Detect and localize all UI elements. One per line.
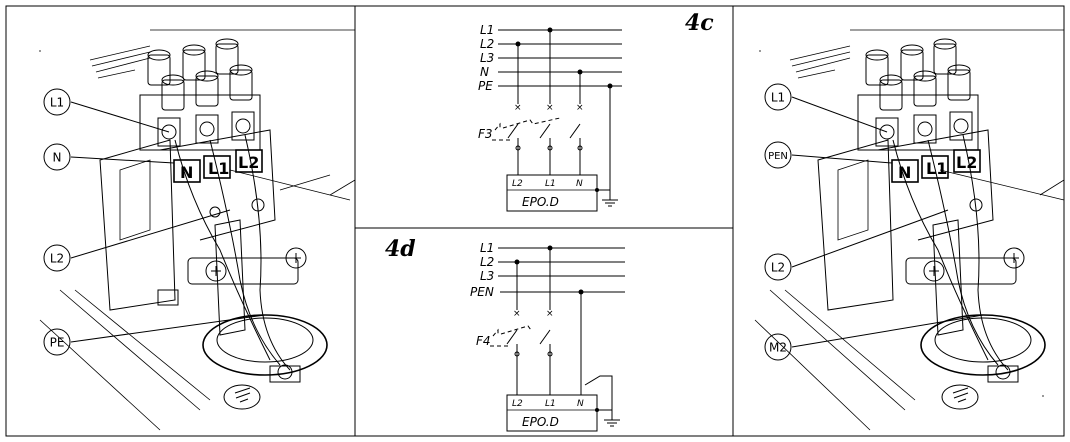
left-illustration: N L1 L2 bbox=[39, 29, 356, 431]
svg-text:×: × bbox=[546, 103, 554, 113]
left-callout-pe: PE bbox=[43, 328, 71, 356]
svg-text:N: N bbox=[53, 151, 62, 165]
svg-text:L1: L1 bbox=[771, 91, 785, 105]
diagram-4d: 4d L1 L2 L3 PEN × × F4 L2 L1 N EPO.D bbox=[385, 236, 625, 432]
panel-4c-frame bbox=[354, 6, 734, 229]
box-label-4d: EPO.D bbox=[522, 415, 559, 429]
line-label-pe: PE bbox=[478, 79, 493, 93]
box-terminal-l1: L1 bbox=[545, 179, 556, 189]
svg-text:PE: PE bbox=[50, 336, 65, 350]
right-illustration: N L1 L2 bbox=[754, 29, 1065, 431]
svg-text:×: × bbox=[546, 309, 554, 319]
line-label-l3: L3 bbox=[480, 51, 494, 65]
left-callout-l1: L1 bbox=[43, 88, 71, 116]
svg-text:L2: L2 bbox=[771, 261, 785, 275]
svg-text:M2: M2 bbox=[769, 341, 787, 355]
box-terminal-n: N bbox=[577, 399, 584, 409]
right-terminal-mark-l1: L1 bbox=[926, 159, 947, 178]
box-terminal-l2: L2 bbox=[512, 399, 523, 409]
right-callout-l1: L1 bbox=[764, 83, 792, 111]
line-label-l3: L3 bbox=[480, 269, 494, 283]
panel-label-4d: 4d bbox=[385, 236, 416, 262]
box-terminal-l2: L2 bbox=[512, 179, 523, 189]
svg-text:PEN: PEN bbox=[768, 151, 788, 162]
right-callout-pen: PEN bbox=[764, 141, 792, 169]
line-label-pen: PEN bbox=[470, 285, 494, 299]
svg-text:×: × bbox=[576, 103, 584, 113]
svg-text:×: × bbox=[514, 103, 522, 113]
fuse-label-f4: F4 bbox=[476, 334, 491, 348]
line-label-l2: L2 bbox=[480, 255, 494, 269]
right-callout-m2: M2 bbox=[764, 333, 792, 361]
line-label-l2: L2 bbox=[480, 37, 494, 51]
svg-text:L1: L1 bbox=[50, 96, 64, 110]
svg-text:L2: L2 bbox=[50, 252, 64, 266]
left-terminal-mark-l2: L2 bbox=[238, 153, 259, 172]
diagram-4c: 4c L1 L2 L3 N PE × × × bbox=[478, 10, 714, 212]
right-callout-l2: L2 bbox=[764, 253, 792, 281]
epo-box-4c bbox=[506, 174, 598, 212]
epo-box-4d bbox=[506, 394, 598, 432]
fuse-label-f3: F3 bbox=[478, 127, 493, 141]
left-callout-n: N bbox=[43, 143, 71, 171]
box-terminal-n: N bbox=[576, 179, 583, 189]
panel-label-4c: 4c bbox=[685, 10, 714, 36]
line-label-l1: L1 bbox=[480, 241, 494, 255]
box-label-4c: EPO.D bbox=[522, 195, 559, 209]
outer-frame bbox=[5, 5, 1065, 437]
line-label-l1: L1 bbox=[480, 23, 494, 37]
left-callout-l2: L2 bbox=[43, 244, 71, 272]
left-terminal-mark-l1: L1 bbox=[208, 159, 229, 178]
line-label-n: N bbox=[480, 65, 489, 79]
svg-text:×: × bbox=[513, 309, 521, 319]
box-terminal-l1: L1 bbox=[545, 399, 556, 409]
right-terminal-mark-l2: L2 bbox=[956, 153, 977, 172]
